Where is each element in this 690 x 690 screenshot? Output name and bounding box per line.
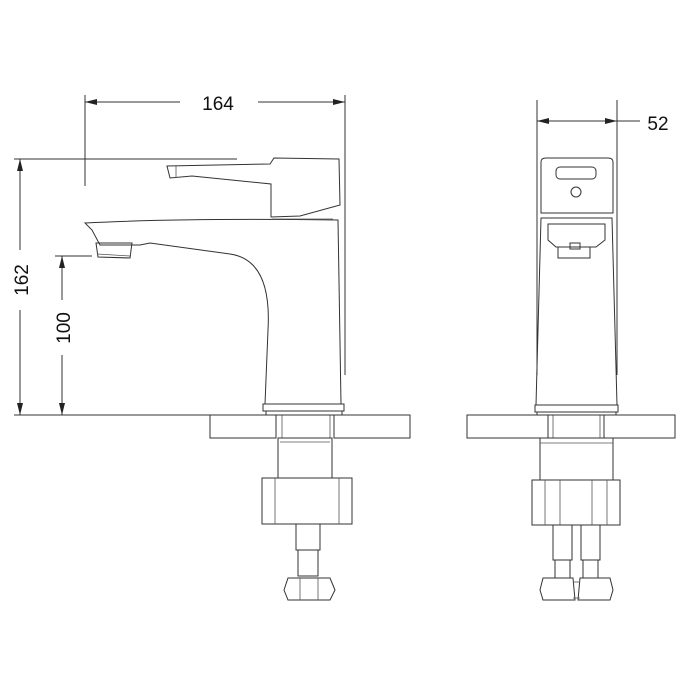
dimension-label-162: 162 bbox=[12, 264, 33, 296]
side-view bbox=[466, 157, 676, 601]
dimension-164: 164 bbox=[84, 94, 346, 375]
dimension-100: 100 bbox=[54, 255, 92, 415]
dimension-52: 52 bbox=[536, 100, 669, 375]
dimension-label-100: 100 bbox=[54, 312, 75, 344]
front-view bbox=[83, 157, 411, 601]
dimension-label-164: 164 bbox=[202, 94, 234, 115]
dimension-label-52: 52 bbox=[647, 114, 668, 135]
dimension-162: 162 bbox=[12, 158, 237, 415]
